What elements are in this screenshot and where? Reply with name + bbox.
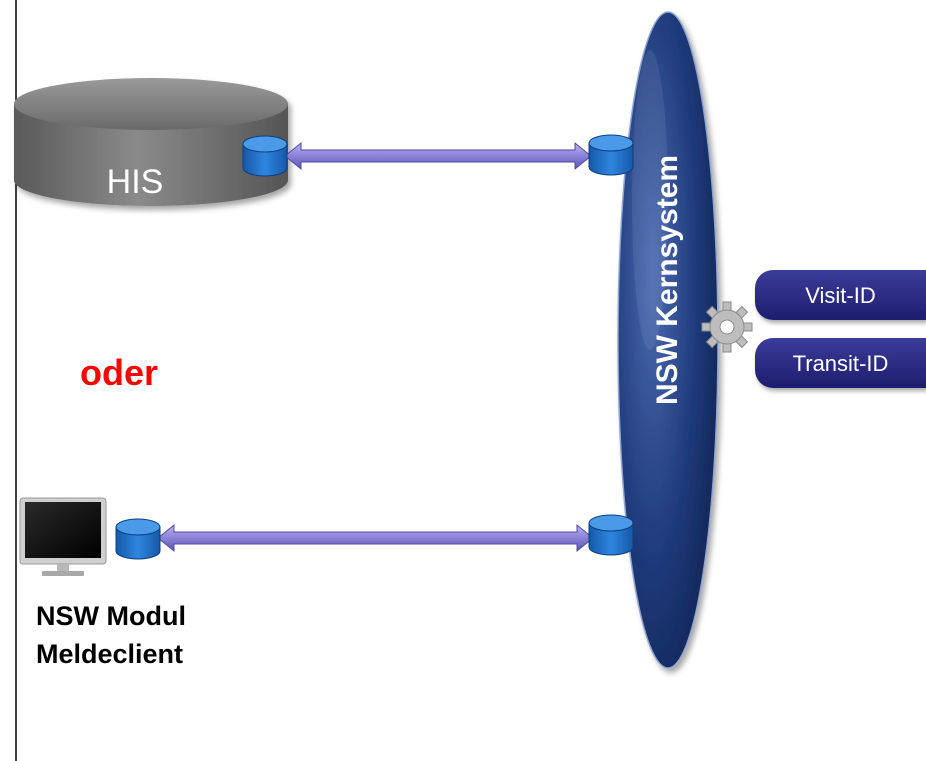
- visit-id-pill: Visit-ID: [755, 270, 926, 320]
- core-system-label-text: NSW Kernsystem: [651, 154, 684, 406]
- his-label: HIS: [106, 163, 164, 201]
- visit-id-label: Visit-ID: [805, 283, 876, 308]
- client-core-double-arrow: [157, 523, 594, 553]
- core-lower-connector-icon: [588, 514, 634, 556]
- monitor-icon: [19, 497, 107, 576]
- module-label-line1: NSW Modul: [36, 601, 186, 631]
- gear-icon: [701, 301, 753, 353]
- module-label-line2: Meldeclient: [36, 639, 184, 669]
- module-label: NSW Modul Meldeclient: [36, 597, 186, 673]
- transit-id-label: Transit-ID: [792, 351, 889, 376]
- client-connector-icon: [115, 518, 161, 560]
- his-database-icon: [14, 78, 288, 206]
- his-connector-icon: [242, 135, 288, 177]
- his-core-double-arrow: [284, 141, 592, 171]
- transit-id-pill: Transit-ID: [755, 338, 926, 388]
- core-system-ellipse: [617, 11, 719, 669]
- oder-label: oder: [80, 352, 159, 393]
- core-upper-connector-icon: [588, 134, 634, 176]
